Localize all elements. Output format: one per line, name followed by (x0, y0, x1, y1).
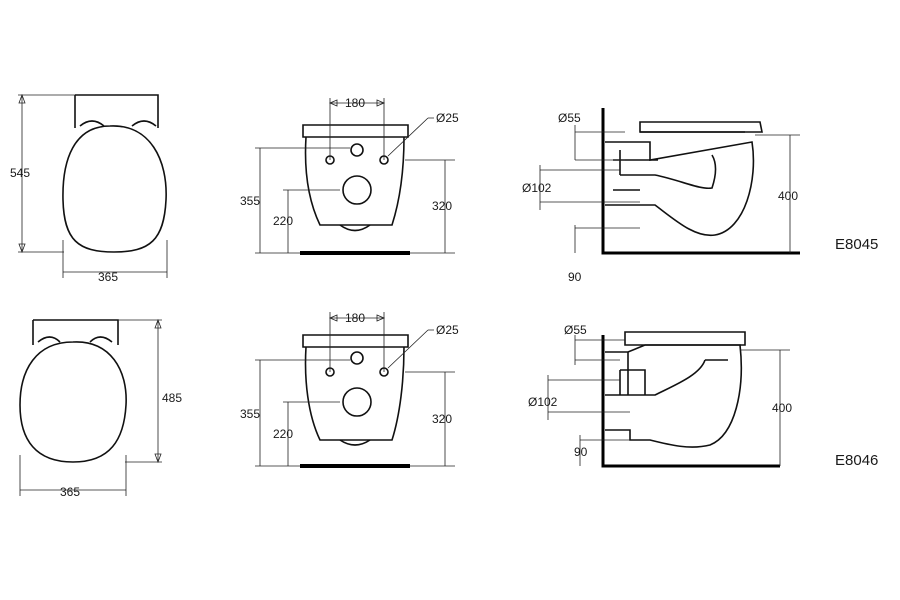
side-view-inlet-diameter-label: Ø55 (558, 111, 581, 125)
front-view-e8045: 180 Ø25 355 220 320 (240, 96, 459, 255)
side-view-rim-height-label: 400 (778, 189, 798, 203)
front-view-bolt-spacing-label: 180 (345, 311, 365, 325)
top-view-width-label: 365 (98, 270, 118, 284)
side-view-inlet-diameter-label: Ø55 (564, 323, 587, 337)
front-view-bolt-spacing-label: 180 (345, 96, 365, 110)
side-view-e8046: Ø55 Ø102 90 400 (528, 323, 792, 468)
front-view-e8046: 180 Ø25 355 220 320 (240, 311, 459, 468)
top-view-width-label: 365 (60, 485, 80, 499)
model-code-e8045: E8045 (835, 236, 878, 253)
side-view-rim-height-label: 400 (772, 401, 792, 415)
front-view-outlet-height-label: 220 (273, 427, 293, 441)
model-code-e8046: E8046 (835, 452, 878, 469)
front-view-bolt-diameter-label: Ø25 (436, 323, 459, 337)
front-view-outlet-height-label: 220 (273, 214, 293, 228)
side-view-e8045: Ø55 Ø102 90 400 (522, 108, 800, 284)
top-view-length-label: 545 (10, 166, 30, 180)
top-view-length-label: 485 (162, 391, 182, 405)
front-view-bolt-diameter-label: Ø25 (436, 111, 459, 125)
top-view-e8046: 485 365 (19, 318, 182, 499)
front-view-overall-height-label: 355 (240, 407, 260, 421)
top-view-e8045: 545 365 (10, 93, 168, 284)
front-view-overall-height-label: 355 (240, 194, 260, 208)
side-view-base-offset-label: 90 (568, 270, 582, 284)
side-view-outlet-diameter-label: Ø102 (528, 395, 558, 409)
front-view-rim-height-label: 320 (432, 412, 452, 426)
side-view-outlet-diameter-label: Ø102 (522, 181, 552, 195)
front-view-rim-height-label: 320 (432, 199, 452, 213)
side-view-base-offset-label: 90 (574, 445, 588, 459)
